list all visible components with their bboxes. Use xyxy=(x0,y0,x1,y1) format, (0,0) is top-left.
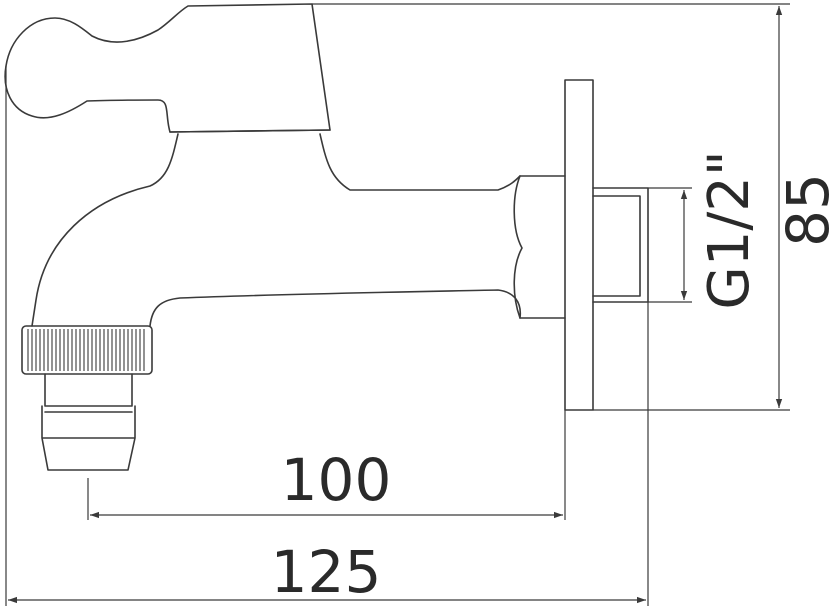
wall-flange xyxy=(564,79,594,411)
spout-top xyxy=(319,133,521,191)
knurled-nut xyxy=(21,325,153,375)
extension-lines xyxy=(5,3,790,606)
thread-connector xyxy=(592,187,649,303)
inlet-neck xyxy=(513,175,566,319)
knurl-texture xyxy=(27,329,145,371)
dimension-label-85: 85 xyxy=(774,173,833,247)
hose-nozzle xyxy=(41,373,136,471)
spout-underside xyxy=(149,289,522,327)
handle-knob xyxy=(4,3,331,133)
dimension-label-125: 125 xyxy=(271,538,382,606)
dimension-label-100: 100 xyxy=(281,446,392,514)
dimension-label-thread: G1/2" xyxy=(697,150,762,309)
faucet-outline xyxy=(4,3,649,471)
spout-body xyxy=(31,133,179,327)
dimension-lines xyxy=(8,6,783,604)
handle-collar xyxy=(169,129,331,133)
